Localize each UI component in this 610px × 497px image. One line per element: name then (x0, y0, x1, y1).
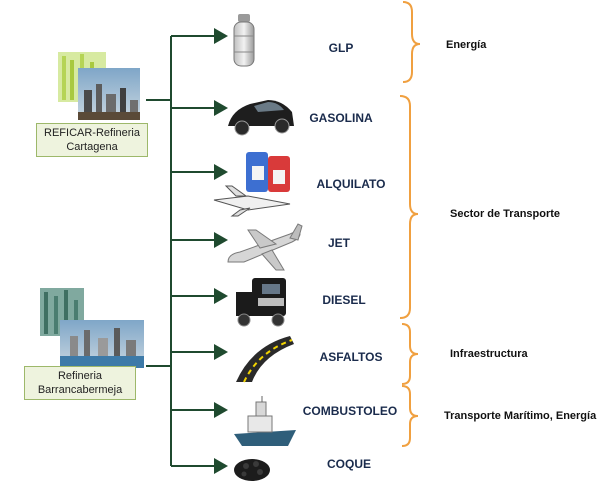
product-label-asfaltos: ASFALTOS (319, 350, 383, 364)
sector-label-transporte: Sector de Transporte (450, 208, 561, 220)
product-label-coque: COQUE (326, 457, 371, 471)
refinery-name-cartagena-line1: REFICAR-Refineria (44, 127, 140, 139)
sector-braces (399, 1, 421, 447)
refinery-name-cartagena-line2: Cartagena (66, 141, 118, 153)
refinery-label-barranca: Refineria Barrancabermeja (24, 366, 136, 400)
product-label-alquilato: ALQUILATO (316, 177, 386, 191)
product-label-gasolina: GASOLINA (309, 111, 373, 125)
sector-label-energia: Energía (446, 39, 487, 51)
product-label-glp: GLP (328, 41, 354, 55)
product-label-diesel: DIESEL (322, 293, 366, 307)
connectors (146, 28, 228, 474)
product-label-jet: JET (327, 236, 350, 250)
coke-pile-icon (234, 459, 270, 481)
refinery-name-barranca-line2: Barrancabermeja (37, 384, 123, 396)
refinery-label-cartagena: REFICAR-Refineria Cartagena (36, 123, 148, 157)
sector-label-infraestructura: Infraestructura (450, 348, 528, 360)
brace-energia (402, 1, 421, 83)
fuel-cans-icon (213, 152, 291, 217)
brace-maritimo (401, 385, 419, 447)
refinery-name-barranca-line1: Refineria (57, 370, 103, 382)
road-icon (236, 336, 294, 383)
gas-cylinder-icon (233, 14, 255, 67)
brace-infraestructura (401, 323, 419, 385)
brace-transporte (399, 95, 419, 319)
truck-icon (236, 278, 286, 327)
refinery-barranca-image (40, 288, 144, 368)
airplane-icon (227, 223, 303, 271)
product-label-combustoleo: COMBUSTOLEO (302, 404, 398, 418)
sector-label-maritimo: Transporte Marítimo, Energía (444, 410, 597, 422)
car-icon (228, 100, 294, 136)
refinery-cartagena-image (58, 52, 140, 120)
ship-icon (234, 396, 296, 446)
